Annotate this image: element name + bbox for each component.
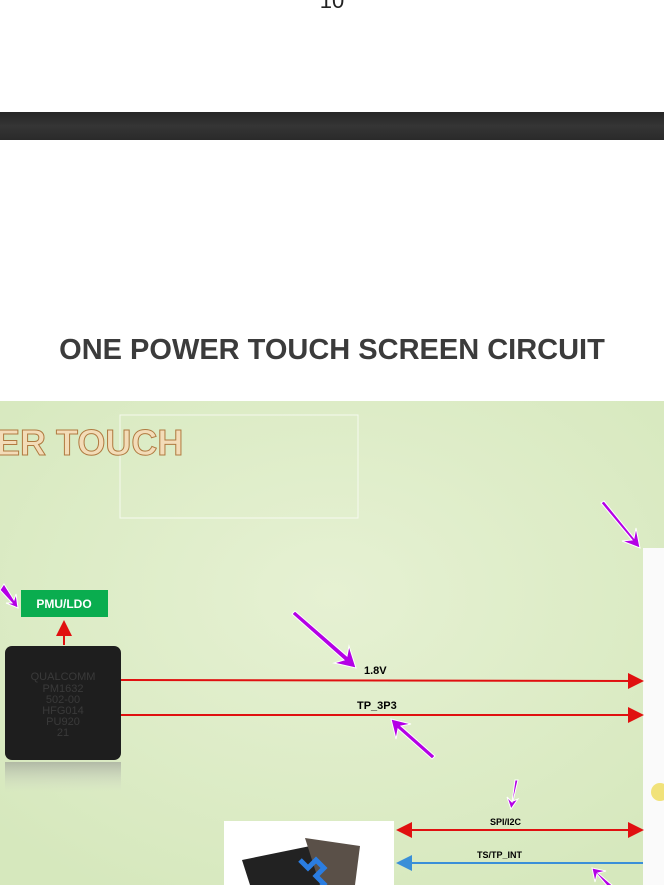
pointer-arrow-icon (600, 500, 641, 549)
pmu-ldo-box (21, 590, 108, 617)
pmic-chip (5, 646, 121, 760)
pointer-arrow-icon (390, 718, 436, 760)
chip-text: PM1632 (43, 683, 84, 695)
section-title: ONE POWER TOUCH SCREEN CIRCUIT (59, 334, 605, 366)
line-1v8 (120, 672, 644, 689)
chip-text: 21 (57, 727, 69, 739)
pmu-ldo-label: PMU/LDO (36, 597, 91, 611)
chip-text: 502-00 (46, 694, 80, 706)
touch-circuit-diagram: ER TOUCH PMU/LDO QUALCOMM PM1632 502-00 … (0, 401, 664, 890)
chip-text: QUALCOMM (31, 671, 96, 683)
label-tp3p3: TP_3P3 (357, 700, 397, 712)
chip-text: PU920 (46, 716, 80, 728)
label-spi-i2c: SPI/I2C (490, 817, 522, 827)
chip-text: HFG014 (42, 705, 84, 717)
pointer-arrow-icon (506, 779, 520, 811)
label-ts-int: TS/TP_INT (477, 850, 523, 860)
connector-strip (643, 548, 664, 885)
diagram-heading: ER TOUCH (0, 422, 183, 463)
pointer-arrow-icon (0, 583, 19, 609)
label-1v8: 1.8V (364, 665, 387, 677)
page-number: 10 (319, 0, 345, 13)
pointer-arrow-icon (291, 610, 357, 669)
divider-bar (0, 112, 664, 140)
